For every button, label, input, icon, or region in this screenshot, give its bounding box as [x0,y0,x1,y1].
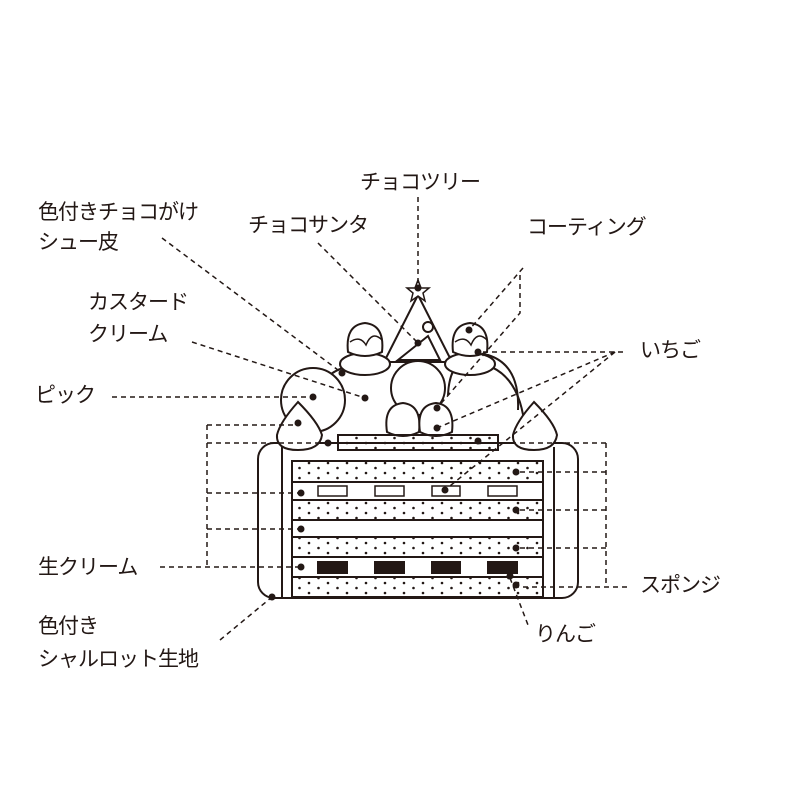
top-plate [337,434,499,451]
chocolate-strawberry-right [451,321,489,357]
label-sponge: スポンジ [640,573,721,597]
apple-slices [317,561,518,574]
leader-dots [268,284,520,601]
label-choco-tree: チョコツリー [360,170,481,194]
cream-drop-right [511,400,559,452]
leader-lines [112,197,627,641]
label-choco-santa: チョコサンタ [248,213,369,237]
label-charlotte-line2: シャルロット生地 [38,647,199,671]
label-apple: りんご [535,622,596,646]
label-strawberry: いちご [640,338,701,362]
cake-layers [291,460,544,598]
label-coating: コーティング [527,215,647,239]
label-custard-line2: クリーム [88,322,168,346]
label-custard-line1: カスタード [88,290,189,314]
label-pick: ピック [35,383,96,407]
label-choux-line2: シュー皮 [38,230,119,254]
santa-strawberry-left [385,401,421,437]
label-choux-line1: 色付きチョコがけ [38,200,199,224]
label-fresh-cream: 生クリーム [38,555,138,579]
label-charlotte-line1: 色付き [38,614,99,638]
chocolate-strawberry-left [346,321,384,357]
santa-hat [395,334,442,361]
